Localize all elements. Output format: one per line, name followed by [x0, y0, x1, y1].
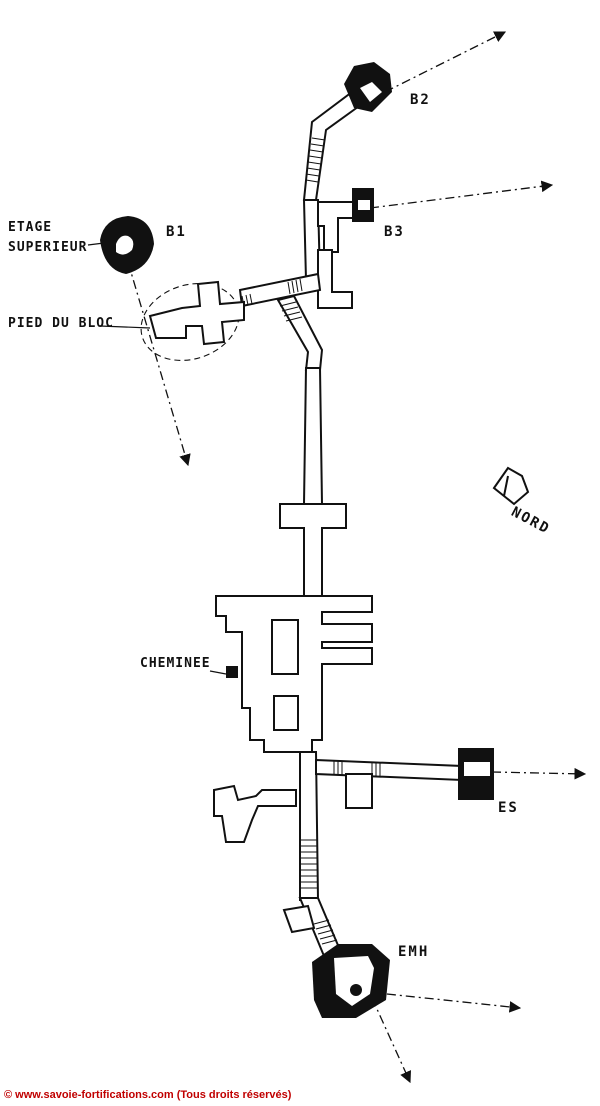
stairs-top-crossing — [241, 278, 303, 307]
label-b1: B1 — [166, 224, 187, 240]
main-gallery — [302, 367, 324, 505]
copyright-notice: © www.savoie-fortifications.com (Tous dr… — [4, 1089, 292, 1101]
emh-embrasure — [334, 956, 374, 1006]
cheminee-shaft — [226, 666, 238, 678]
lower-west-rooms — [213, 784, 297, 843]
es-embrasure — [464, 762, 490, 776]
label-cheminee: CHEMINEE — [140, 656, 211, 671]
gallery-network — [148, 90, 463, 958]
emh-fire-line-east — [367, 991, 522, 1013]
north-arrow — [492, 466, 530, 506]
barracks-court-north — [271, 619, 299, 675]
b3-rooms — [317, 201, 355, 253]
stairs-diagonal — [279, 301, 303, 322]
b3-embrasure — [358, 200, 370, 210]
label-b3: B3 — [384, 224, 405, 240]
embrasures — [116, 82, 490, 1006]
label-etage: ETAGE — [8, 220, 53, 235]
barracks-court-south — [273, 695, 299, 731]
label-es: ES — [498, 800, 519, 816]
fire-direction-lines — [127, 31, 587, 1084]
north-arrow-head — [492, 466, 530, 506]
cross-niche — [279, 503, 347, 597]
north-arrow-line — [503, 475, 509, 497]
b1-fire-line — [127, 261, 191, 467]
b1-embrasure — [116, 235, 134, 255]
diagonal-gallery — [276, 294, 324, 371]
barracks-inner-walls — [271, 619, 299, 731]
combat-blocks — [100, 62, 494, 1018]
es-side-room — [345, 773, 373, 809]
b3-junction-room — [317, 249, 353, 309]
b2-embrasure — [360, 82, 382, 102]
b3-fire-line — [369, 180, 554, 209]
b1-cross-room — [148, 280, 245, 346]
stairs-es — [333, 761, 381, 777]
stairs-lower — [300, 839, 317, 889]
es-fire-line — [491, 767, 587, 780]
label-b2: B2 — [410, 92, 431, 108]
label-emh: EMH — [398, 944, 430, 960]
pied-leader — [99, 325, 151, 329]
stair-hatching — [241, 137, 381, 945]
gallery-to-b2 — [302, 90, 364, 201]
emh-turret — [350, 984, 362, 996]
label-pied-du-bloc: PIED DU BLOC — [8, 316, 114, 331]
emh-fire-line-south — [371, 997, 411, 1084]
stairs-b2 — [305, 137, 326, 183]
b2-fire-line — [384, 31, 507, 93]
emh-side-room — [282, 904, 316, 934]
cheminee-leader — [209, 670, 227, 675]
stairs-emh — [313, 919, 338, 945]
label-superieur: SUPERIEUR — [8, 240, 88, 255]
